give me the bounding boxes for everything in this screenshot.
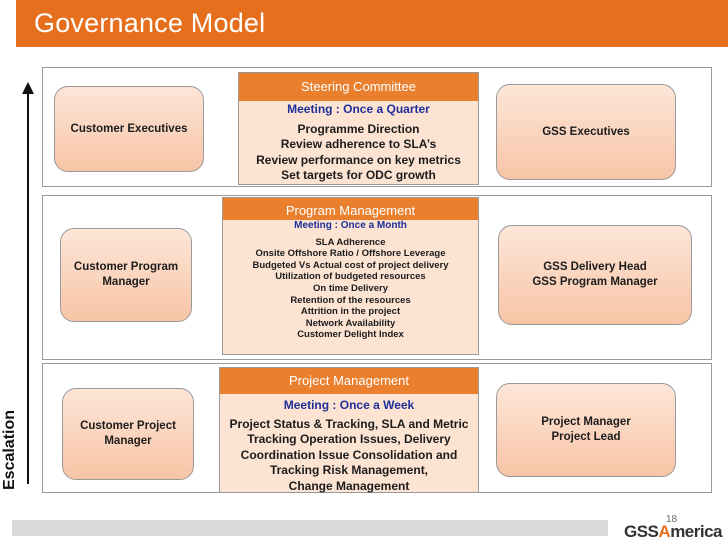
program-item: Retention of the resources: [290, 294, 411, 306]
project-item: Project Status & Tracking, SLA and Metri…: [229, 416, 469, 431]
steering-meeting-frequency: Meeting : Once a Quarter: [287, 102, 430, 116]
project-item: Tracking Risk Management,: [269, 463, 429, 477]
project-item: Tracking Operation Issues, Delivery: [247, 432, 451, 446]
program-management-box: Program Management Meeting : Once a Mont…: [222, 197, 479, 355]
program-meeting-frequency: Meeting : Once a Month: [294, 220, 407, 231]
customer-program-manager-box: Customer Program Manager: [60, 228, 192, 322]
program-item: Customer Delight Index: [297, 329, 404, 341]
footer-bar: [12, 520, 608, 536]
project-management-box: Project Management Meeting : Once a Week…: [219, 367, 479, 493]
customer-executives-label: Customer Executives: [70, 122, 188, 135]
steering-committee-header: Steering Committee: [239, 73, 478, 101]
project-meeting-frequency: Meeting : Once a Week: [283, 398, 415, 412]
page-title: Governance Model: [34, 8, 266, 38]
program-item: Utilization of budgeted resources: [275, 271, 426, 283]
customer-executives-box: Customer Executives: [54, 86, 204, 172]
program-management-body: Meeting : Once a Month SLA Adherence Ons…: [223, 220, 478, 341]
escalation-arrow-head: [22, 82, 34, 94]
program-item: Onsite Offshore Ratio / Offshore Leverag…: [255, 248, 446, 260]
project-management-header: Project Management: [220, 368, 478, 394]
gss-executives-box: GSS Executives: [496, 84, 676, 180]
page-number: 18: [666, 514, 678, 525]
project-item: Coordination Issue Consolidation and: [240, 447, 458, 462]
steering-committee-body: Meeting : Once a Quarter Programme Direc…: [239, 102, 478, 184]
title-bar: Governance Model: [16, 0, 728, 47]
project-manager-label: Project Manager Project Lead: [541, 416, 631, 443]
customer-program-manager-label: Customer Program Manager: [73, 261, 179, 288]
project-manager-box: Project Manager Project Lead: [496, 383, 676, 477]
gss-delivery-head-label: GSS Delivery Head GSS Program Manager: [532, 261, 658, 288]
escalation-arrow-shaft: [27, 92, 29, 484]
gssamerica-logo: GSSAmerica: [624, 522, 723, 542]
project-management-body: Meeting : Once a Week Project Status & T…: [220, 398, 478, 494]
steering-item: Review performance on key metrics: [256, 152, 461, 167]
logo-highlight: A: [658, 522, 671, 541]
steering-item: Programme Direction: [297, 121, 420, 136]
escalation-label: Escalation: [1, 409, 18, 490]
gss-delivery-head-box: GSS Delivery Head GSS Program Manager: [498, 225, 692, 325]
project-item: Change Management: [288, 478, 410, 493]
gss-executives-label: GSS Executives: [542, 125, 630, 138]
steering-item: Set targets for ODC growth: [281, 168, 436, 182]
logo-suffix: merica: [670, 522, 723, 541]
program-item: On time Delivery: [313, 282, 388, 294]
logo-prefix: GSS: [624, 522, 659, 541]
program-item: Attrition in the project: [300, 306, 401, 318]
steering-item: Review adherence to SLA’s: [280, 137, 437, 151]
program-management-header: Program Management: [223, 198, 478, 220]
program-item: Budgeted Vs Actual cost of project deliv…: [252, 259, 449, 271]
program-item: Network Availability: [305, 317, 396, 329]
steering-committee-box: Steering Committee Meeting : Once a Quar…: [238, 72, 479, 185]
program-item: SLA Adherence: [315, 236, 386, 248]
customer-project-manager-label: Customer Project Manager: [80, 420, 176, 447]
customer-project-manager-box: Customer Project Manager: [62, 388, 194, 480]
